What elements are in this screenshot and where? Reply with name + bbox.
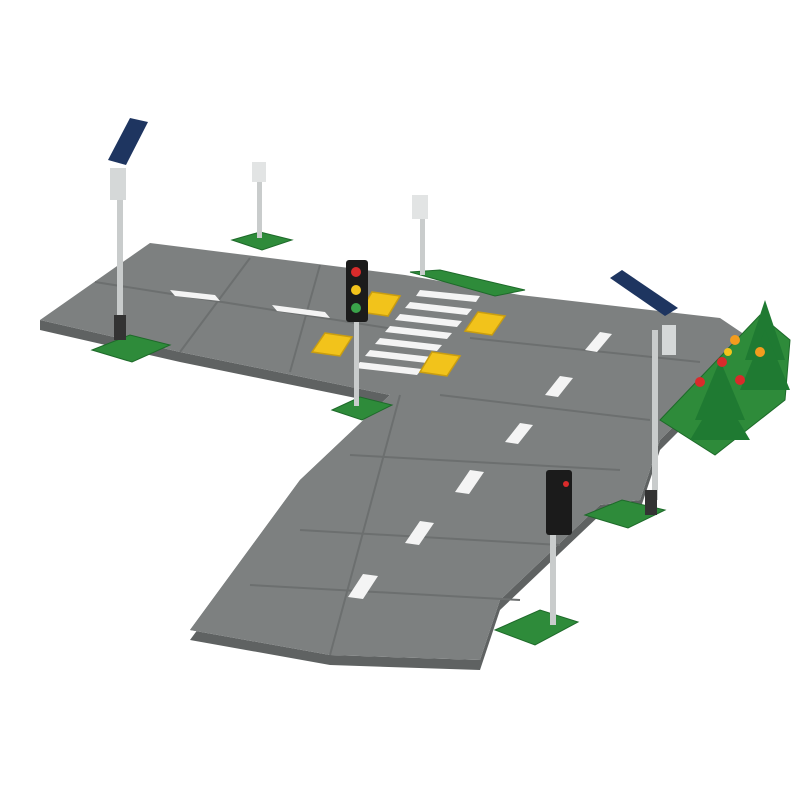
traffic-light-front (546, 470, 572, 625)
street-lamp-left (108, 118, 148, 340)
red-light (563, 481, 569, 487)
yellow-light (351, 285, 361, 295)
traffic-light-center (346, 260, 368, 406)
crosswalk (355, 290, 480, 375)
sign-post-back (252, 162, 266, 238)
green-light (351, 303, 361, 313)
plate-seams (94, 257, 701, 656)
trees (690, 300, 790, 440)
sign-post-crosswalk (412, 195, 428, 275)
lane-dashes (170, 290, 612, 599)
street-lamp-right (610, 270, 678, 515)
flowers (695, 335, 765, 387)
red-light (351, 267, 361, 277)
road-plates (40, 243, 760, 660)
